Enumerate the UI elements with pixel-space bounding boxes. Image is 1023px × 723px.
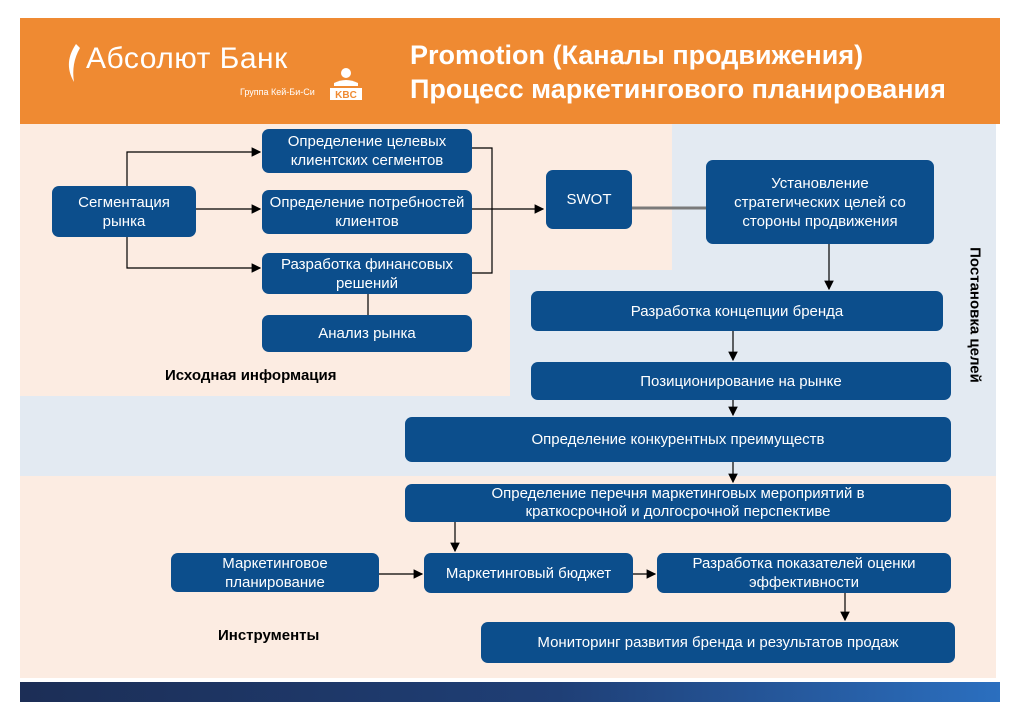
tools-label: Инструменты [218,627,320,644]
kbc-logo: KBC [330,66,362,101]
market-analysis-box: Анализ рынка [262,315,472,352]
goal-setting-text: Постановка целей [966,247,984,383]
slide-title-line2: Процесс маркетингового планирования [410,74,946,104]
client-needs-box: Определение потребностей клиентов [262,190,472,234]
kpi-development-box: Разработка показателей оценки эффективно… [657,553,951,593]
swot-box: SWOT [546,170,632,229]
target-segments-box: Определение целевых клиентских сегментов [262,129,472,173]
goal-setting-label: Постановка целей [960,230,990,400]
positioning-box: Позиционирование на рынке [531,362,951,400]
kbc-text: KBC [335,90,357,100]
marketing-planning-box: Маркетинговое планирование [171,553,379,592]
activities-list-box: Определение перечня маркетинговых меропр… [405,484,951,522]
kbc-man-icon: KBC [330,68,362,101]
slide-title-line1: Promotion (Каналы продвижения) [410,40,864,70]
logo-leaf-icon [68,44,80,82]
strategic-goals-box: Установление стратегических целей со сто… [706,160,934,244]
competitive-advantages-box: Определение конкурентных преимуществ [405,417,951,462]
marketing-budget-box: Маркетинговый бюджет [424,553,633,593]
source-info-label: Исходная информация [165,367,337,384]
header-banner [20,18,1000,124]
logo-subtitle: Группа Кей-Би-Си [240,87,315,97]
segmentation-box: Сегментация рынка [52,186,196,237]
monitoring-box: Мониторинг развития бренда и результатов… [481,622,955,663]
footer-bar [20,682,1000,702]
brand-concept-box: Разработка концепции бренда [531,291,943,331]
logo-text: Абсолют Банк [86,42,288,75]
bank-logo: Абсолют Банк Группа Кей-Би-Си KBC [62,36,372,106]
financial-solutions-box: Разработка финансовых решений [262,253,472,294]
